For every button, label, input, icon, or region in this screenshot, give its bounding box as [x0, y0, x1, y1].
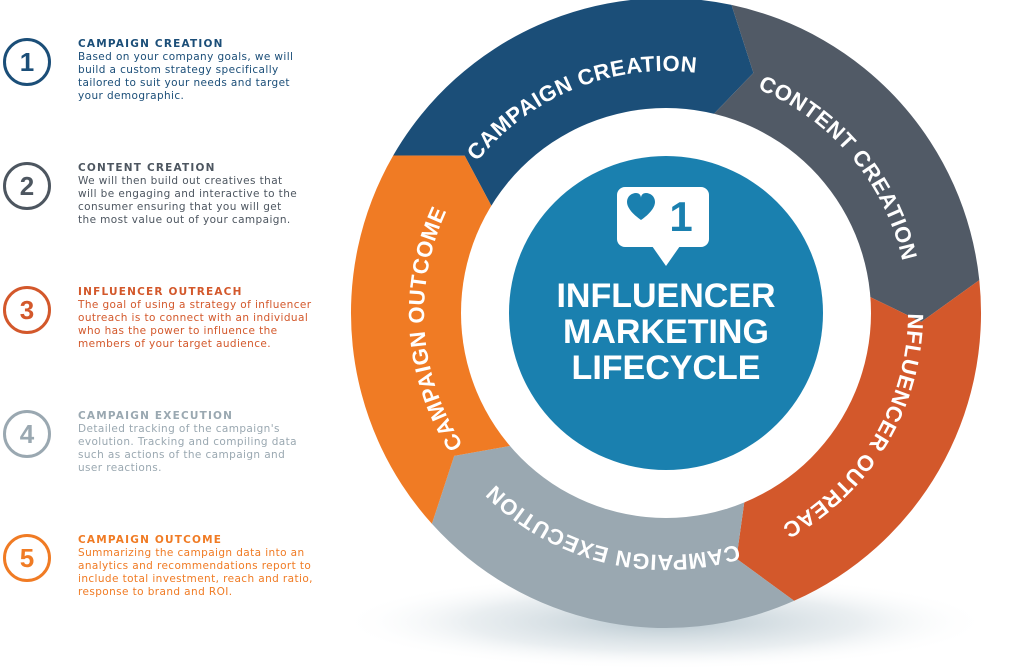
step-title: CAMPAIGN OUTCOME	[78, 534, 223, 546]
step-description: The goal of using a strategy of influenc…	[78, 299, 312, 350]
segment-influencer-outreach	[736, 280, 982, 601]
step-number-badge: 4	[3, 410, 51, 458]
step-description: Summarizing the campaign data into an an…	[78, 547, 313, 598]
segment-campaign-creation	[393, 0, 754, 215]
step-title: CAMPAIGN CREATION	[78, 38, 224, 50]
center-title-line: INFLUENCER	[556, 277, 775, 315]
center-circle	[509, 156, 823, 470]
step-number-badge: 3	[3, 286, 51, 334]
step-description: Detailed tracking of the campaign's evol…	[78, 423, 297, 474]
segment-campaign-execution	[431, 444, 795, 629]
center-title-line: MARKETING	[563, 313, 769, 351]
center-title: INFLUENCER MARKETING LIFECYCLE	[556, 277, 775, 387]
step-number-badge: 2	[3, 162, 51, 210]
step-title: CONTENT CREATION	[78, 162, 216, 174]
center-title-line: LIFECYCLE	[572, 349, 761, 387]
heart-icon	[627, 193, 655, 220]
step-title: CAMPAIGN EXECUTION	[78, 410, 234, 422]
step-description: We will then build out creatives that wi…	[78, 175, 298, 226]
segment-content-creation	[706, 4, 980, 322]
step-number-badge: 5	[3, 534, 51, 582]
step-number-badge: 1	[3, 38, 51, 86]
notification-bubble: 1	[617, 187, 709, 266]
step-title: INFLUENCER OUTREACH	[78, 286, 243, 298]
badge-count: 1	[669, 193, 692, 240]
step-description: Based on your company goals, we will bui…	[78, 51, 294, 102]
